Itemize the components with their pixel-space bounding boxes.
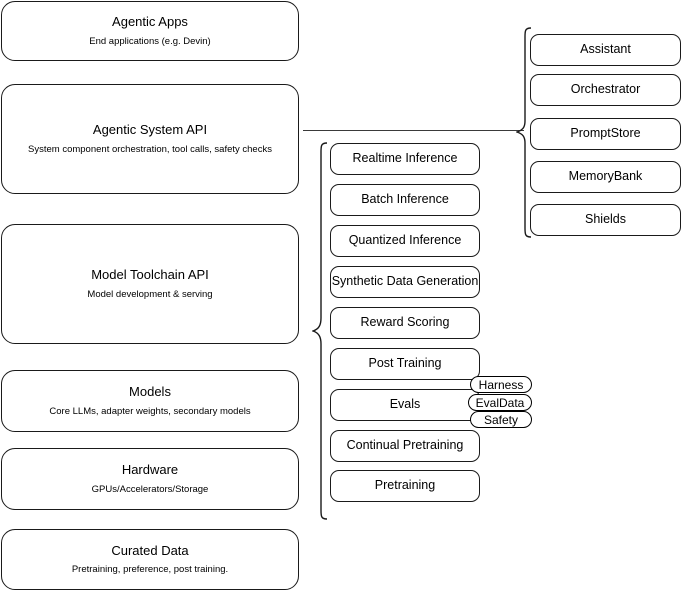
layer-title: Curated Data [111, 542, 189, 558]
evals-tag-harness[interactable]: Harness [470, 376, 532, 393]
evals-tag-label: Harness [478, 377, 524, 392]
component-label: MemoryBank [568, 169, 643, 184]
component-label: PromptStore [570, 126, 641, 141]
component-batch-inference[interactable]: Batch Inference [330, 184, 480, 216]
component-label: Orchestrator [570, 82, 641, 97]
component-label: Quantized Inference [348, 233, 462, 248]
layer-card-models[interactable]: Models Core LLMs, adapter weights, secon… [1, 370, 299, 432]
layer-subtitle: End applications (e.g. Devin) [89, 35, 211, 47]
component-label: Evals [389, 397, 421, 412]
component-quantized-inference[interactable]: Quantized Inference [330, 225, 480, 257]
evals-tag-evaldata[interactable]: EvalData [468, 394, 532, 411]
layer-subtitle: Pretraining, preference, post training. [71, 564, 229, 576]
layer-title: Agentic System API [92, 122, 208, 138]
layer-subtitle: Core LLMs, adapter weights, secondary mo… [49, 405, 251, 417]
layer-title: Models [129, 384, 171, 400]
connector-system-api-to-components [303, 130, 524, 131]
component-label: Post Training [368, 356, 442, 371]
evals-tag-label: Safety [483, 412, 519, 427]
component-reward-scoring[interactable]: Reward Scoring [330, 307, 480, 339]
component-synthetic-data-generation[interactable]: Synthetic Data Generation [330, 266, 480, 298]
brace-model-toolchain [312, 142, 328, 520]
component-memorybank[interactable]: MemoryBank [530, 161, 681, 193]
evals-tag-safety[interactable]: Safety [470, 411, 532, 428]
component-shields[interactable]: Shields [530, 204, 681, 236]
layer-card-agentic-apps[interactable]: Agentic Apps End applications (e.g. Devi… [1, 1, 299, 61]
layer-title: Hardware [121, 462, 179, 478]
component-continual-pretraining[interactable]: Continual Pretraining [330, 430, 480, 462]
component-assistant[interactable]: Assistant [530, 34, 681, 66]
layer-title: Model Toolchain API [91, 267, 209, 283]
layer-card-model-toolchain-api[interactable]: Model Toolchain API Model development & … [1, 224, 299, 344]
component-promptstore[interactable]: PromptStore [530, 118, 681, 150]
component-label: Batch Inference [361, 192, 449, 207]
layer-card-hardware[interactable]: Hardware GPUs/Accelerators/Storage [1, 448, 299, 510]
component-label: Reward Scoring [360, 315, 450, 330]
component-orchestrator[interactable]: Orchestrator [530, 74, 681, 106]
layer-subtitle: System component orchestration, tool cal… [28, 143, 272, 155]
component-label: Continual Pretraining [346, 438, 464, 453]
component-pretraining[interactable]: Pretraining [330, 470, 480, 502]
component-label: Realtime Inference [352, 151, 458, 166]
layer-card-curated-data[interactable]: Curated Data Pretraining, preference, po… [1, 529, 299, 590]
component-label: Shields [585, 212, 626, 227]
component-label: Assistant [580, 42, 631, 57]
layer-subtitle: GPUs/Accelerators/Storage [91, 483, 209, 495]
component-post-training[interactable]: Post Training [330, 348, 480, 380]
evals-tag-label: EvalData [475, 395, 525, 410]
component-realtime-inference[interactable]: Realtime Inference [330, 143, 480, 175]
component-label: Pretraining [374, 478, 436, 493]
layer-title: Agentic Apps [112, 14, 188, 30]
brace-agentic-system [516, 27, 532, 239]
component-label: Synthetic Data Generation [331, 274, 479, 289]
layer-card-agentic-system-api[interactable]: Agentic System API System component orch… [1, 84, 299, 194]
component-evals[interactable]: Evals [330, 389, 480, 421]
layer-subtitle: Model development & serving [87, 288, 213, 300]
